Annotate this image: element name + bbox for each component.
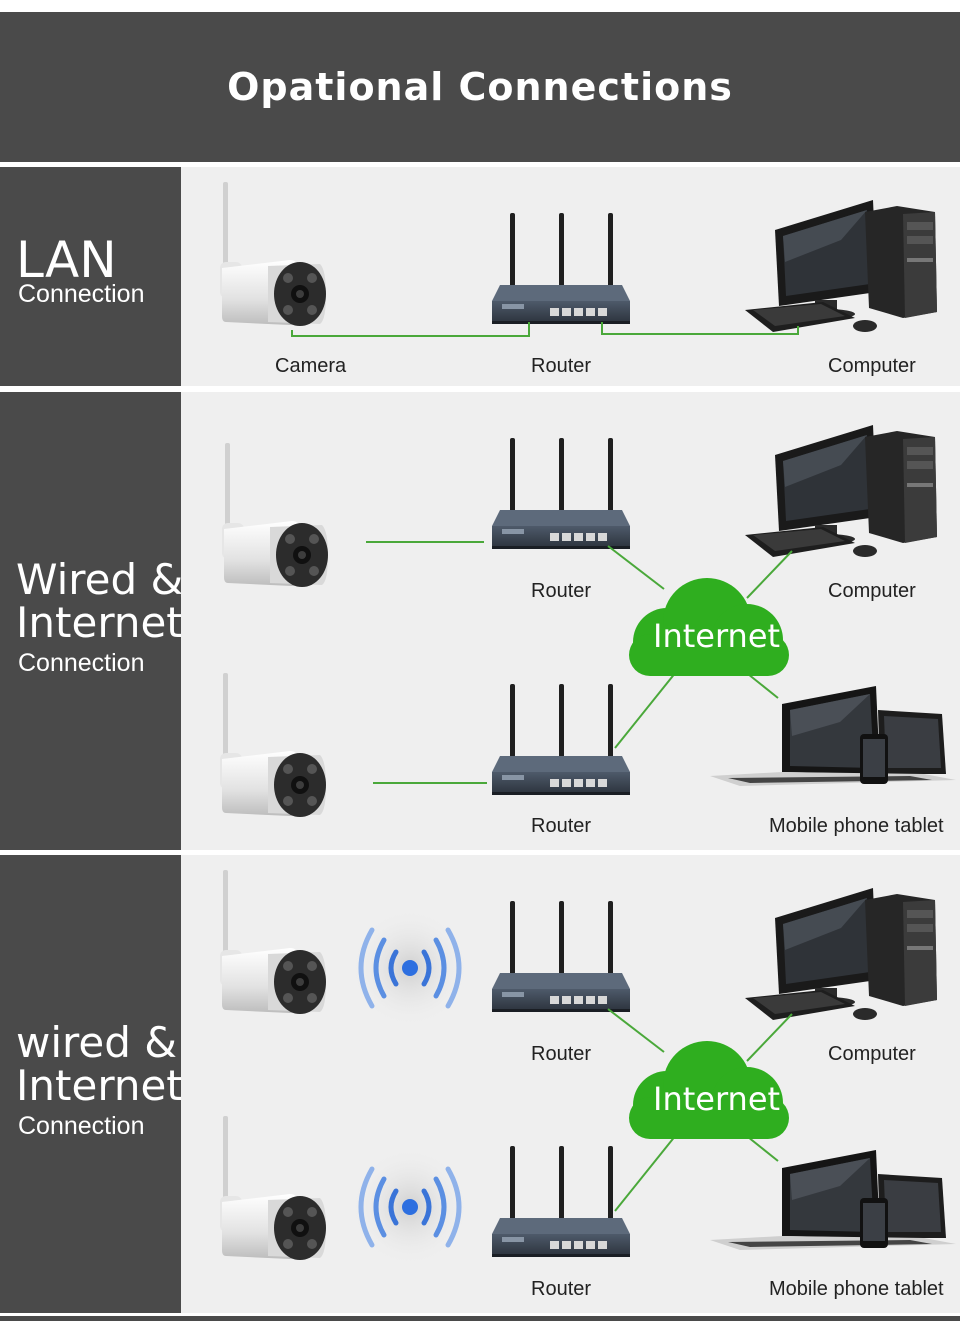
lan-link-router-computer bbox=[601, 322, 799, 335]
link-internet-computer bbox=[746, 550, 793, 599]
section-wired-sidebar: Wired & Internet Connection bbox=[0, 392, 184, 850]
wifi-signal-icon bbox=[350, 1147, 470, 1267]
computer-icon bbox=[745, 200, 937, 332]
section-wireless-title-line1: wired & bbox=[16, 1018, 177, 1067]
link-internet-mobile bbox=[747, 1136, 779, 1162]
link-router-internet bbox=[607, 545, 665, 590]
camera-icon bbox=[220, 870, 326, 1014]
section-wired-subtitle: Connection bbox=[18, 649, 145, 677]
lan-link-camera-router bbox=[291, 322, 530, 337]
mobile-label: Mobile phone tablet bbox=[769, 1278, 944, 1300]
router-label: Router bbox=[531, 815, 592, 837]
link-internet-router bbox=[614, 671, 677, 749]
page-title: Opational Connections bbox=[227, 65, 733, 109]
link-internet-router bbox=[614, 1134, 677, 1212]
camera-icon bbox=[220, 1116, 326, 1260]
router-label: Router bbox=[531, 580, 592, 602]
section-lan-title: LAN bbox=[16, 231, 117, 289]
bottom-divider bbox=[0, 1316, 960, 1321]
camera-icon bbox=[220, 182, 326, 326]
laptop-tablet-phone-icon bbox=[710, 1150, 956, 1250]
computer-label: Computer bbox=[828, 1043, 916, 1065]
wifi-signal-icon bbox=[350, 908, 470, 1028]
link-router-internet bbox=[607, 1008, 665, 1053]
router-label: Router bbox=[531, 355, 592, 377]
section-wired-title-line1: Wired & bbox=[16, 555, 184, 604]
laptop-tablet-phone-icon bbox=[710, 686, 956, 786]
header-banner: Opational Connections bbox=[0, 12, 960, 162]
computer-label: Computer bbox=[828, 580, 916, 602]
section-wireless-subtitle: Connection bbox=[18, 1112, 145, 1140]
router-icon bbox=[492, 438, 630, 549]
internet-label: Internet bbox=[653, 1080, 781, 1118]
section-lan-sidebar: LAN Connection bbox=[0, 167, 181, 386]
camera-icon bbox=[220, 673, 326, 817]
camera-label: Camera bbox=[275, 355, 347, 377]
mobile-label: Mobile phone tablet bbox=[769, 815, 944, 837]
router-icon bbox=[492, 901, 630, 1012]
router-label: Router bbox=[531, 1278, 592, 1300]
link-internet-mobile bbox=[747, 673, 779, 699]
internet-label: Internet bbox=[653, 617, 781, 655]
section-lan-subtitle: Connection bbox=[18, 280, 145, 308]
computer-icon bbox=[745, 888, 937, 1020]
section-wireless-title-line2: Internet bbox=[16, 1061, 183, 1110]
computer-icon bbox=[745, 425, 937, 557]
router-icon bbox=[492, 684, 630, 795]
section-wireless-sidebar: wired & Internet Connection bbox=[0, 855, 183, 1313]
link-internet-computer bbox=[746, 1013, 793, 1062]
router-icon bbox=[492, 1146, 630, 1257]
router-icon bbox=[492, 213, 630, 324]
section-wired-title-line2: Internet bbox=[16, 598, 183, 647]
camera-icon bbox=[222, 443, 328, 587]
router-label: Router bbox=[531, 1043, 592, 1065]
computer-label: Computer bbox=[828, 355, 916, 377]
